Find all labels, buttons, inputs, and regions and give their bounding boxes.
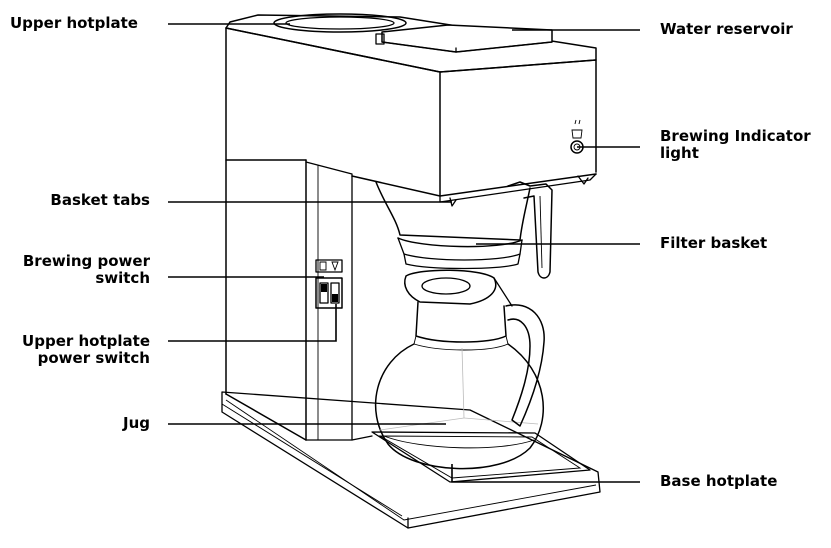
label-water-reservoir-text: Water reservoir	[660, 20, 793, 38]
label-jug: Jug	[123, 415, 150, 432]
label-upper-hotplate: Upper hotplate	[10, 15, 138, 32]
label-brewing-indicator-line2: light	[660, 144, 699, 162]
base-hotplate-shape	[371, 431, 591, 483]
label-basket-tabs-text: Basket tabs	[50, 191, 150, 209]
label-brewing-indicator-light: Brewing Indicator light	[660, 128, 811, 162]
label-upper-hotplate-text: Upper hotplate	[10, 14, 138, 32]
leader-upper-hotplate-power-switch	[168, 304, 337, 342]
label-basket-tabs: Basket tabs	[50, 192, 150, 209]
label-upper-hotplate-power-switch-line1: Upper hotplate	[22, 332, 150, 350]
label-filter-basket: Filter basket	[660, 235, 767, 252]
label-brewing-power-switch: Brewing power switch	[23, 253, 150, 287]
label-upper-hotplate-power-switch: Upper hotplate power switch	[22, 333, 150, 367]
jug-shape	[374, 269, 545, 470]
label-brewing-power-switch-line2: switch	[95, 269, 150, 287]
base-tray	[221, 391, 601, 529]
label-water-reservoir: Water reservoir	[660, 21, 793, 38]
label-brewing-power-switch-line1: Brewing power	[22, 252, 150, 270]
leader-lines	[168, 23, 640, 483]
label-filter-basket-text: Filter basket	[660, 234, 768, 252]
label-brewing-indicator-line1: Brewing Indicator	[660, 127, 811, 145]
label-jug-text: Jug	[123, 414, 150, 432]
switch-panel	[315, 259, 343, 309]
filter-basket-shape	[375, 181, 553, 279]
label-upper-hotplate-power-switch-line2: power switch	[37, 349, 150, 367]
label-base-hotplate-text: Base hotplate	[660, 472, 778, 490]
label-base-hotplate: Base hotplate	[660, 473, 777, 490]
tower-body	[225, 27, 373, 441]
head-box	[225, 13, 597, 207]
leader-base-hotplate	[451, 464, 640, 483]
